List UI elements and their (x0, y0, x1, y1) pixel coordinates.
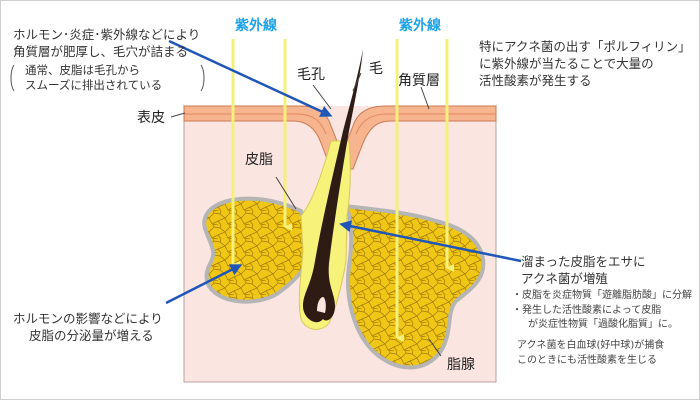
leader-pore (312, 84, 332, 110)
label-sebaceous-gland: 脂腺 (447, 357, 475, 373)
callout-sebum-line2: 皮脂の分泌量が増える (29, 328, 154, 343)
uv-label-right: 紫外線 (399, 18, 441, 34)
leader-hair (352, 72, 362, 92)
callout-bacteria-line2: アクネ菌が増殖 (521, 271, 608, 286)
callout-bacteria-bullet2a: ・発生した活性酸素によって皮脂 (512, 305, 662, 316)
arrow-bacteria (339, 220, 522, 263)
leader-epidermis (170, 112, 186, 118)
label-hair: 毛 (369, 61, 383, 77)
label-stratum-corneum: 角質層 (398, 73, 440, 89)
leader-stratum (420, 86, 430, 110)
callout-note-line2: スムーズに排出されている (25, 78, 163, 92)
callout-clog-line1: ホルモン･炎症･紫外線などにより (13, 27, 201, 42)
callout-porphyrin-line2: に紫外線が当たることで大量の (479, 56, 654, 71)
leader-gland (428, 338, 442, 357)
paren-left (10, 64, 15, 92)
callout-bacteria-line1: 溜まった皮脂をエサに (521, 254, 646, 269)
callout-bacteria-bullet2b: が炎症性物質「過酸化脂質」に。 (528, 319, 678, 330)
arrow-sebum-increase (165, 264, 243, 305)
callout-bacteria-bullet1: ・皮脂を炎症物質「遊離脂肪酸」に分解 (512, 290, 692, 301)
arrow-clog (168, 39, 333, 117)
callout-sebum-line1: ホルモンの影響などにより (13, 311, 163, 326)
callout-bacteria-foot1: アクネ菌を白血球(好中球)が捕食 (517, 340, 665, 351)
label-epidermis: 表皮 (137, 110, 165, 126)
callout-porphyrin-line3: 活性酸素が発生する (479, 73, 592, 88)
uv-rays (231, 39, 454, 342)
hair-shaft (303, 49, 363, 323)
paren-right (200, 64, 205, 92)
label-sebum: 皮脂 (245, 152, 273, 168)
callout-note-line1: 通常、皮脂は毛孔から (25, 63, 140, 77)
label-pore: 毛孔 (297, 67, 325, 83)
callout-bacteria-foot2: このときにも活性酸素を生じる (517, 355, 657, 366)
callout-porphyrin-line1: 特にアクネ菌の出す「ポルフィリン」 (479, 39, 691, 54)
uv-label-left: 紫外線 (235, 18, 277, 34)
leader-sebum (275, 176, 297, 210)
callout-arrows (165, 39, 522, 305)
callout-clog-line2: 角質層が肥厚し、毛穴が詰まる (13, 44, 189, 59)
